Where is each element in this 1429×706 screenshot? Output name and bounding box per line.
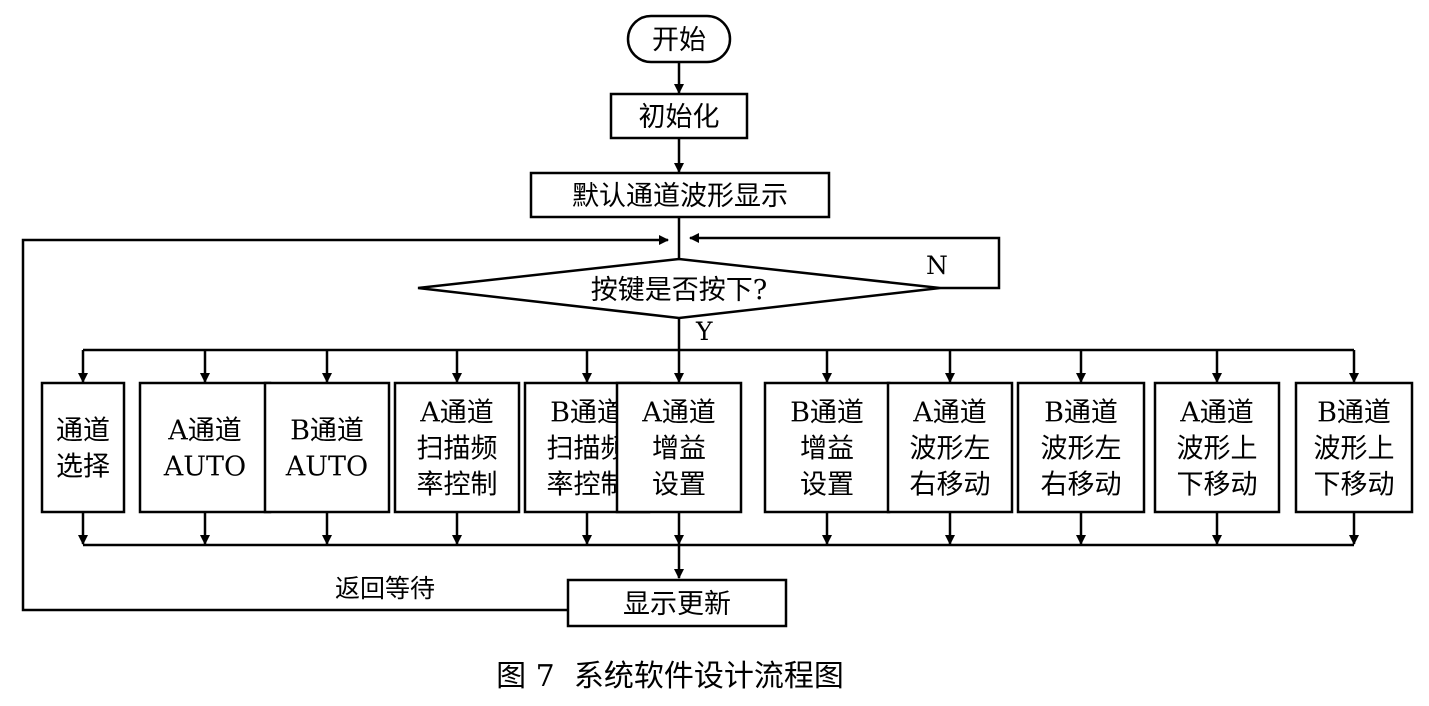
branch-line: AUTO xyxy=(285,452,368,483)
decision-node: 按键是否按下? xyxy=(417,257,941,320)
branch-box xyxy=(886,381,1014,514)
branch-box xyxy=(40,381,126,514)
branch-line: 右移动 xyxy=(1041,470,1122,501)
branch-line: 选择 xyxy=(56,452,110,483)
no-label: N xyxy=(926,251,948,280)
branch-line: 率控制 xyxy=(547,470,628,501)
branch-line: A通道 xyxy=(641,398,716,429)
branch-node-3: B通道 AUTO xyxy=(263,350,391,545)
branch-box xyxy=(1153,381,1281,514)
branch-line: 增益 xyxy=(800,434,854,465)
branch-box xyxy=(263,381,391,514)
branch-line: 波形上 xyxy=(1177,434,1258,465)
start-node: 开始 xyxy=(626,14,732,64)
branch-line: B通道 xyxy=(290,416,364,447)
branch-line: AUTO xyxy=(163,452,246,483)
branch-line: 设置 xyxy=(652,470,706,501)
branch-line: A通道 xyxy=(167,416,242,447)
branch-line: 下移动 xyxy=(1177,470,1258,501)
branch-line: 下移动 xyxy=(1314,470,1395,501)
branch-node-2: A通道 AUTO xyxy=(138,350,272,545)
branch-line: A通道 xyxy=(1179,398,1254,429)
branch-line: 增益 xyxy=(652,434,706,465)
branch-box xyxy=(393,381,521,514)
branch-line: A通道 xyxy=(419,398,494,429)
branch-line: 扫描频 xyxy=(417,434,498,465)
branch-line: B通道 xyxy=(1317,398,1391,429)
yes-label: Y xyxy=(695,317,713,346)
return-wait-label: 返回等待 xyxy=(335,574,435,603)
branch-row: 通道选择A通道AUTOB通道AUTOA通道扫描频率控制B通道扫描频率控制A通道增… xyxy=(40,350,1414,545)
edge-return-wait xyxy=(21,235,669,612)
branch-line: 通道 xyxy=(56,416,110,447)
default-display-label: 默认通道波形显示 xyxy=(572,181,788,212)
branch-line: B通道 xyxy=(1044,398,1118,429)
update-node: 显示更新 xyxy=(566,578,788,628)
figure-caption: 图 7 系统软件设计流程图 xyxy=(496,659,844,694)
branch-line: 波形上 xyxy=(1314,434,1395,465)
decision-label: 按键是否按下? xyxy=(591,275,767,306)
default-display-node: 默认通道波形显示 xyxy=(529,171,831,219)
start-label: 开始 xyxy=(652,25,706,56)
branch-line: 波形左 xyxy=(910,434,991,465)
update-label: 显示更新 xyxy=(623,589,731,620)
branch-line: 波形左 xyxy=(1041,434,1122,465)
branch-line: 扫描频 xyxy=(547,434,628,465)
init-node: 初始化 xyxy=(609,92,749,140)
branch-line: 右移动 xyxy=(910,470,991,501)
branch-box xyxy=(1294,381,1414,514)
branch-box xyxy=(1016,381,1146,514)
branch-line: B通道 xyxy=(790,398,864,429)
branch-box xyxy=(138,381,272,514)
edge-no-loop xyxy=(689,233,1001,290)
branch-line: B通道 xyxy=(550,398,624,429)
branch-line: 设置 xyxy=(800,470,854,501)
branch-line: 率控制 xyxy=(417,470,498,501)
branch-box xyxy=(615,381,743,514)
init-label: 初始化 xyxy=(639,102,720,133)
branch-line: A通道 xyxy=(912,398,987,429)
